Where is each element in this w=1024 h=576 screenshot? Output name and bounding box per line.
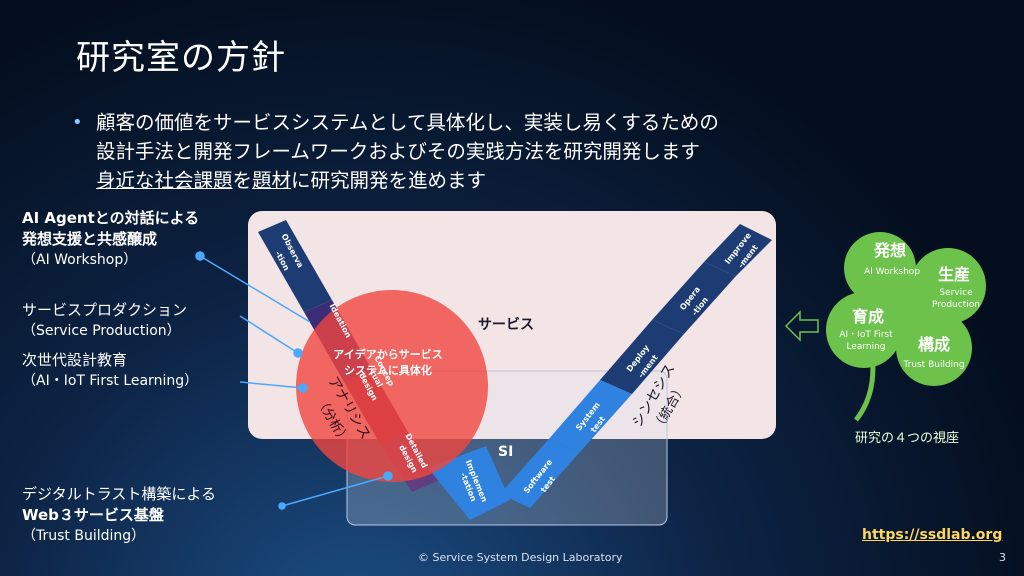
label-learning-line2: （AI・IoT First Learning）: [22, 373, 199, 389]
right-chevron-improvement: [704, 224, 772, 276]
leaf4-sub: Trust Building: [902, 360, 964, 370]
label-ai-workshop-line3: （AI Workshop）: [22, 252, 138, 268]
leaf3-sub2: Learning: [846, 342, 885, 352]
leaf1-sub: AI Workshop: [864, 267, 920, 277]
bottom-chevron-implementation: [428, 446, 510, 520]
bullet-block: • 顧客の価値をサービスシステムとして具体化し、実装し易くするための 設計手法と…: [72, 108, 719, 195]
bullet-line-2: 設計手法と開発フレームワークおよびその実践方法を研究開発します: [76, 137, 719, 166]
leaf3-sub1: AI・IoT First: [839, 330, 893, 340]
bullet3-rest: に研究開発を進めます: [291, 169, 487, 192]
circle-text-line1: アイデアからサービス: [333, 347, 442, 361]
leaf3-title: 育成: [852, 307, 884, 326]
connector-line-trust: [281, 475, 389, 507]
label-service-production: サービスプロダクション （Service Production）: [22, 300, 187, 342]
label-ai-workshop-line1: AI Agentとの対話による: [22, 209, 200, 227]
label-trust-line1: デジタルトラスト構築による: [22, 485, 216, 503]
connector-line-service-production: [239, 315, 299, 354]
bullet-dot-icon: •: [72, 112, 83, 133]
leaf2-title: 生産: [938, 265, 970, 284]
label-service-production-line2: （Service Production）: [22, 323, 181, 339]
connector-line-learning: [239, 381, 304, 389]
idea-circle: [296, 290, 488, 482]
bullet-text-1: 顧客の価値をサービスシステムとして具体化し、実装し易くするための: [96, 111, 719, 134]
connector-end-trust: [278, 502, 286, 510]
leaf2-sub2: Production: [932, 300, 980, 310]
connector-dot-ai-workshop: [195, 251, 205, 261]
leaf4-title: 構成: [918, 335, 950, 354]
si-label: SI: [498, 444, 513, 460]
arrow-left-icon: [784, 310, 819, 342]
service-label: サービス: [478, 317, 534, 333]
label-learning: 次世代設計教育 （AI・IoT First Learning）: [22, 350, 198, 392]
clover-graphic: [826, 232, 986, 422]
page-number: 3: [999, 551, 1006, 564]
clover-caption: 研究の４つの視座: [855, 431, 960, 446]
connector-dot-service-production: [293, 348, 303, 358]
right-chevron-software-test: [500, 440, 580, 508]
connector-dot-trust: [383, 471, 393, 481]
label-service-production-line1: サービスプロダクション: [22, 301, 188, 319]
label-trust-building: デジタルトラスト構築による Web３サービス基盤 （Trust Building…: [22, 484, 216, 547]
underlined-social-issues: 身近な社会課題: [96, 169, 233, 192]
leaf2-sub1: Service: [939, 288, 973, 298]
circle-text-line2: システムに具体化: [344, 363, 432, 377]
connector-dot-learning: [298, 383, 308, 393]
left-chevron-observation: [258, 220, 332, 312]
footer-copyright: © Service System Design Laboratory: [418, 551, 623, 564]
label-learning-line1: 次世代設計教育: [22, 351, 128, 369]
right-chevron-deployment: [600, 320, 684, 394]
label-trust-line3: （Trust Building）: [22, 528, 146, 544]
underlined-subject: 題材: [252, 169, 292, 192]
website-link[interactable]: https://ssdlab.org: [862, 527, 1003, 543]
bullet-line-1: • 顧客の価値をサービスシステムとして具体化し、実装し易くするための: [72, 108, 719, 137]
bullet-line-3: 身近な社会課題を題材に研究開発を進めます: [76, 166, 719, 195]
bullet-text-2: 設計手法と開発フレームワークおよびその実践方法を研究開発します: [96, 140, 700, 163]
connector-line-ai-workshop: [199, 255, 311, 323]
bullet3-connector: を: [232, 169, 253, 192]
label-ai-workshop-line2: 発想支援と共感醸成: [22, 230, 158, 248]
slide-title: 研究室の方針: [76, 38, 286, 78]
right-chevron-operation: [652, 262, 736, 334]
right-chevron-system-test: [548, 380, 632, 452]
label-ai-workshop: AI Agentとの対話による 発想支援と共感醸成 （AI Workshop）: [22, 208, 199, 271]
label-trust-line2: Web３サービス基盤: [22, 506, 164, 524]
leaf1-title: 発想: [873, 241, 906, 260]
